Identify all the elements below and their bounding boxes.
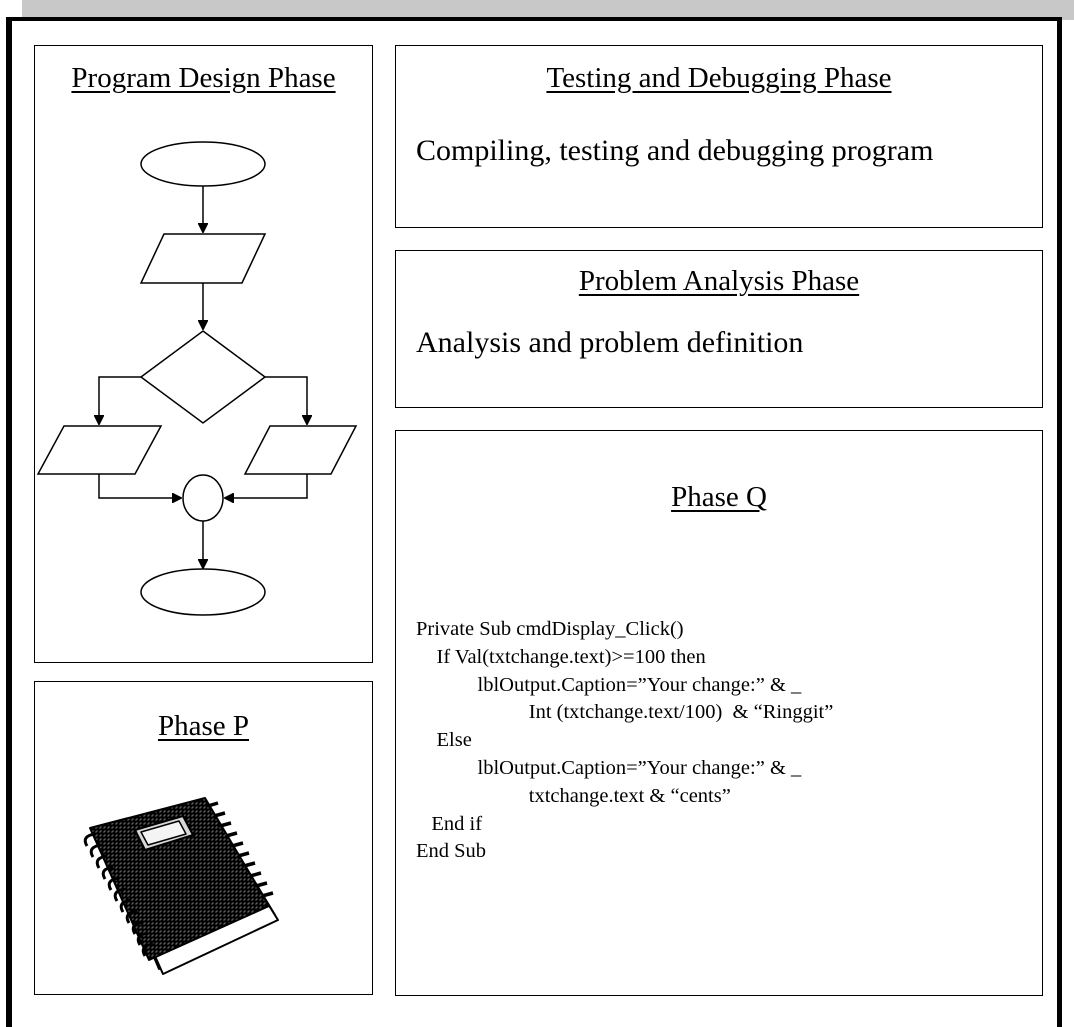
testing-debugging-phase-heading: Testing and Debugging Phase bbox=[546, 62, 892, 94]
outer-frame bbox=[6, 17, 1062, 1027]
phase-q-code: Private Sub cmdDisplay_Click() If Val(tx… bbox=[416, 616, 833, 866]
flowchart-arrow-decision-left bbox=[99, 376, 141, 424]
code-line: lblOutput.Caption=”Your change:” & _ bbox=[416, 673, 802, 696]
notebook-label-inner bbox=[140, 820, 187, 846]
flowchart-connector-circle bbox=[182, 474, 224, 522]
problem-analysis-phase-box: Problem Analysis Phase Analysis and prob… bbox=[395, 250, 1043, 408]
program-design-phase-box: Program Design Phase bbox=[34, 45, 373, 663]
phase-p-heading: Phase P bbox=[157, 710, 250, 742]
flowchart-arrow-decision-right bbox=[265, 376, 307, 424]
flowchart-right-process-parallelogram bbox=[243, 425, 358, 475]
phase-q-box: Phase Q Private Sub cmdDisplay_Click() I… bbox=[395, 430, 1043, 996]
notebook-page-stripes bbox=[207, 801, 274, 898]
code-line: Else bbox=[416, 729, 472, 752]
flowchart-decision-diamond bbox=[139, 330, 267, 424]
code-line: End Sub bbox=[416, 840, 487, 863]
code-line: Int (txtchange.text/100) & “Ringgit” bbox=[416, 701, 834, 724]
flowchart-left-process-parallelogram bbox=[36, 425, 163, 475]
flowchart-arrow-right-to-connector bbox=[225, 474, 308, 498]
testing-debugging-description: Compiling, testing and debugging program bbox=[416, 134, 934, 167]
code-line: Private Sub cmdDisplay_Click() bbox=[416, 618, 684, 640]
flowchart-arrow-left-to-connector bbox=[98, 474, 181, 498]
code-line: If Val(txtchange.text)>=100 then bbox=[416, 645, 706, 668]
flowchart-input-parallelogram bbox=[139, 233, 267, 284]
problem-analysis-description: Analysis and problem definition bbox=[416, 326, 804, 359]
flowchart-start-terminator bbox=[140, 141, 266, 187]
flowchart bbox=[36, 141, 358, 616]
problem-analysis-phase-heading: Problem Analysis Phase bbox=[578, 265, 860, 297]
program-design-phase-heading: Program Design Phase bbox=[71, 62, 336, 94]
top-gray-bar bbox=[22, 0, 1074, 20]
code-line: txtchange.text & “cents” bbox=[416, 784, 731, 807]
notebook-icon bbox=[83, 797, 279, 975]
flowchart-end-terminator bbox=[140, 568, 266, 616]
code-line: End if bbox=[416, 812, 483, 835]
notebook-cover bbox=[89, 797, 270, 961]
phase-p-box: Phase P bbox=[34, 681, 373, 995]
notebook-spiral bbox=[83, 832, 154, 957]
phase-q-heading: Phase Q bbox=[671, 481, 767, 513]
testing-debugging-phase-box: Testing and Debugging Phase Compiling, t… bbox=[395, 45, 1043, 228]
code-line: lblOutput.Caption=”Your change:” & _ bbox=[416, 756, 802, 779]
